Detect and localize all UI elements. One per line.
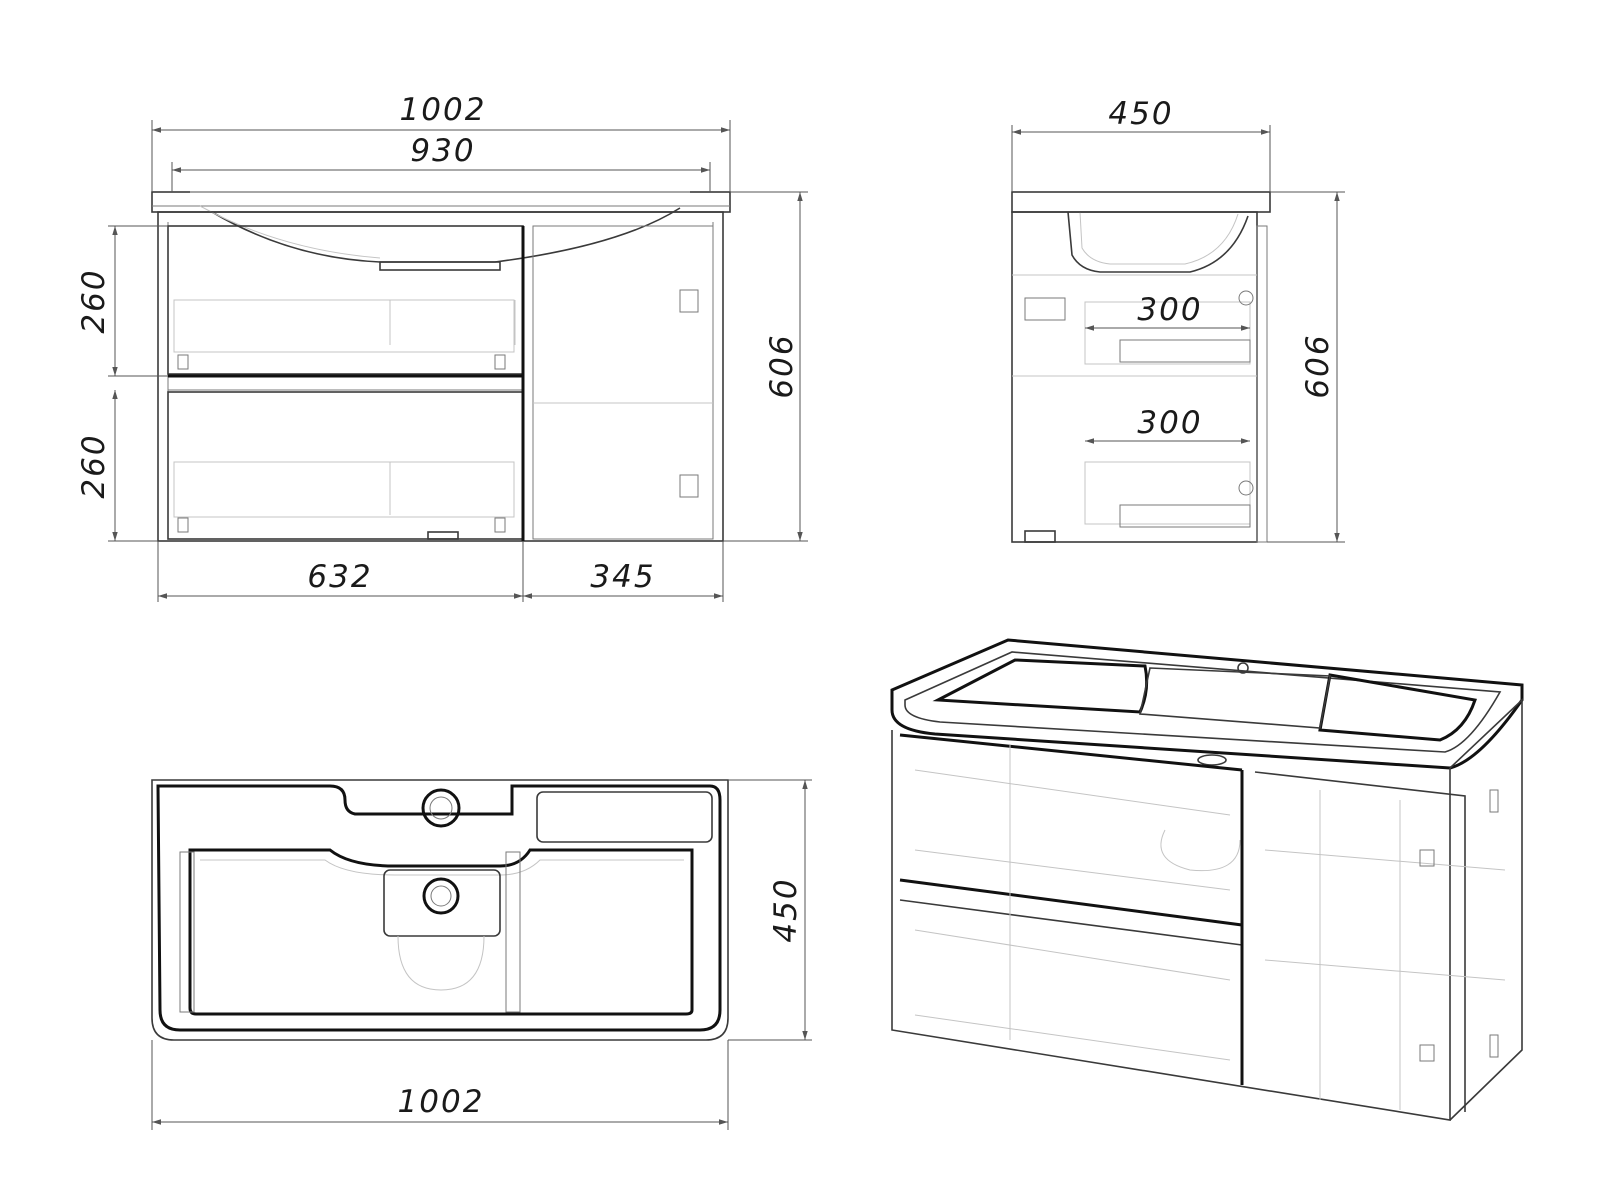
side-depth-label: 450 bbox=[1108, 96, 1173, 132]
front-view: 1002 930 260 260 606 632 345 bbox=[76, 92, 808, 602]
side-lower-drawer-depth-label: 300 bbox=[1137, 405, 1202, 441]
side-view: 450 300 300 606 bbox=[1011, 96, 1345, 543]
top-depth-label: 450 bbox=[768, 877, 804, 942]
front-lower-drawer-height-label: 260 bbox=[76, 433, 112, 498]
front-upper-drawer-height-label: 260 bbox=[76, 268, 112, 333]
isometric-view bbox=[890, 638, 1524, 1121]
front-overall-width-label: 1002 bbox=[400, 92, 487, 128]
top-overall-width-label: 1002 bbox=[398, 1084, 485, 1120]
top-view: 450 1002 bbox=[151, 779, 812, 1130]
front-door-width-label: 345 bbox=[590, 559, 655, 595]
side-upper-drawer-depth-label: 300 bbox=[1137, 292, 1202, 328]
front-top-width-label: 930 bbox=[410, 133, 475, 169]
front-total-height-label: 606 bbox=[764, 333, 800, 398]
front-drawer-width-label: 632 bbox=[307, 559, 372, 595]
side-total-height-label: 606 bbox=[1300, 333, 1336, 398]
